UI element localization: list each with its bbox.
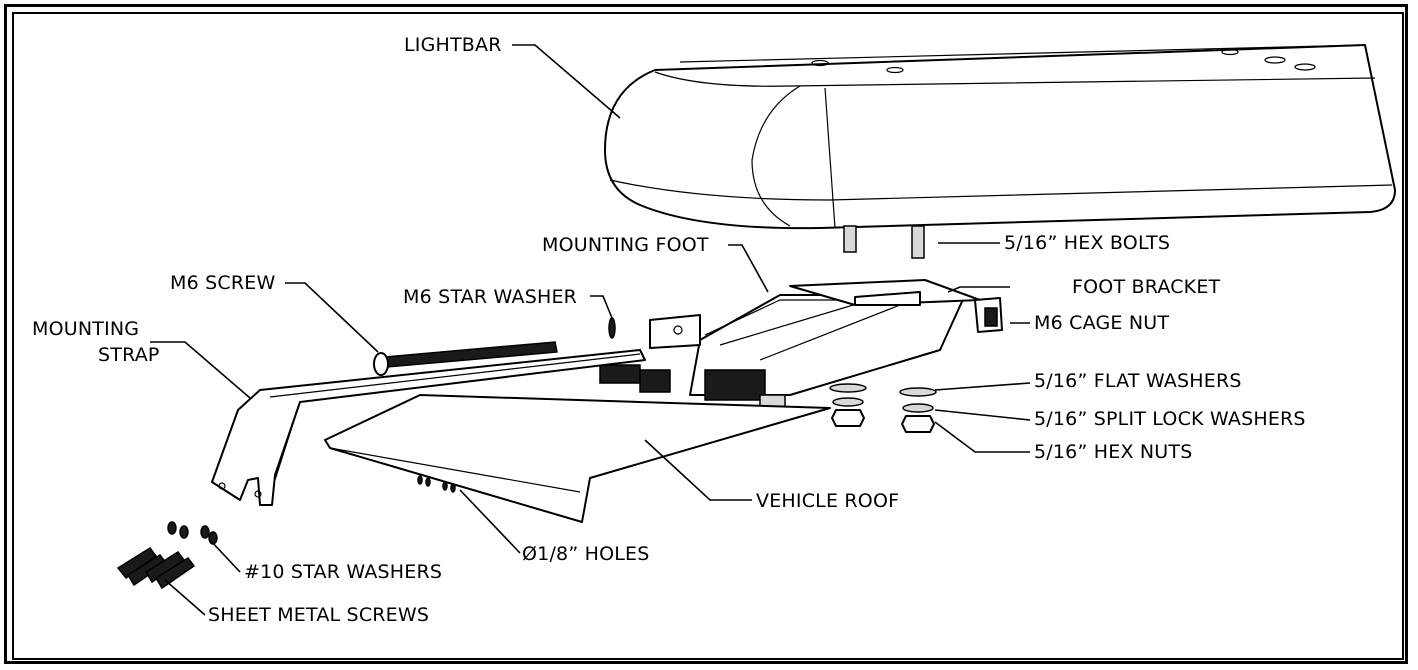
hex-bolts-part	[843, 225, 925, 259]
split-lock-washers-part	[832, 397, 934, 413]
m6-screw-part	[373, 341, 558, 376]
m6-cage-nut-label: M6 CAGE NUT	[1034, 312, 1170, 334]
flat-washers-label: 5/16” FLAT WASHERS	[1034, 370, 1242, 392]
inner-frame	[12, 12, 1404, 660]
m6-star-washer-part	[608, 317, 616, 339]
hex-nuts-label: 5/16” HEX NUTS	[1034, 441, 1193, 463]
mounting-strap-label-line2: STRAP	[98, 344, 160, 366]
m6-star-washer-label: M6 STAR WASHER	[403, 286, 578, 308]
star-washers-10-label: #10 STAR WASHERS	[244, 561, 443, 583]
m6-screw-label: M6 SCREW	[170, 272, 276, 294]
sheet-metal-screws-part	[116, 546, 196, 590]
mounting-strap-part	[211, 349, 646, 506]
hex-bolts-label: 5/16” HEX BOLTS	[1004, 232, 1171, 254]
vehicle-roof-part	[324, 394, 831, 523]
leader-lines	[150, 44, 1031, 616]
sheet-metal-screws-label: SHEET METAL SCREWS	[208, 604, 430, 626]
vehicle-roof-label: VEHICLE ROOF	[756, 490, 900, 512]
lightbar-label: LIGHTBAR	[404, 34, 502, 56]
foot-bracket-label: FOOT BRACKET	[1072, 276, 1221, 298]
mounting-foot-label: MOUNTING FOOT	[542, 234, 709, 256]
m6-cage-nut-part	[974, 297, 1003, 333]
foot-bracket-part	[789, 279, 981, 306]
flat-washers-part	[829, 383, 937, 397]
split-lock-washers-label: 5/16” SPLIT LOCK WASHERS	[1034, 408, 1306, 430]
outer-frame	[4, 4, 1408, 664]
lightbar-part	[604, 44, 1396, 230]
holes-label: Ø1/8” HOLES	[522, 543, 650, 565]
mounting-strap-label-line1: MOUNTING	[32, 318, 140, 340]
hex-nuts-part	[831, 409, 935, 433]
